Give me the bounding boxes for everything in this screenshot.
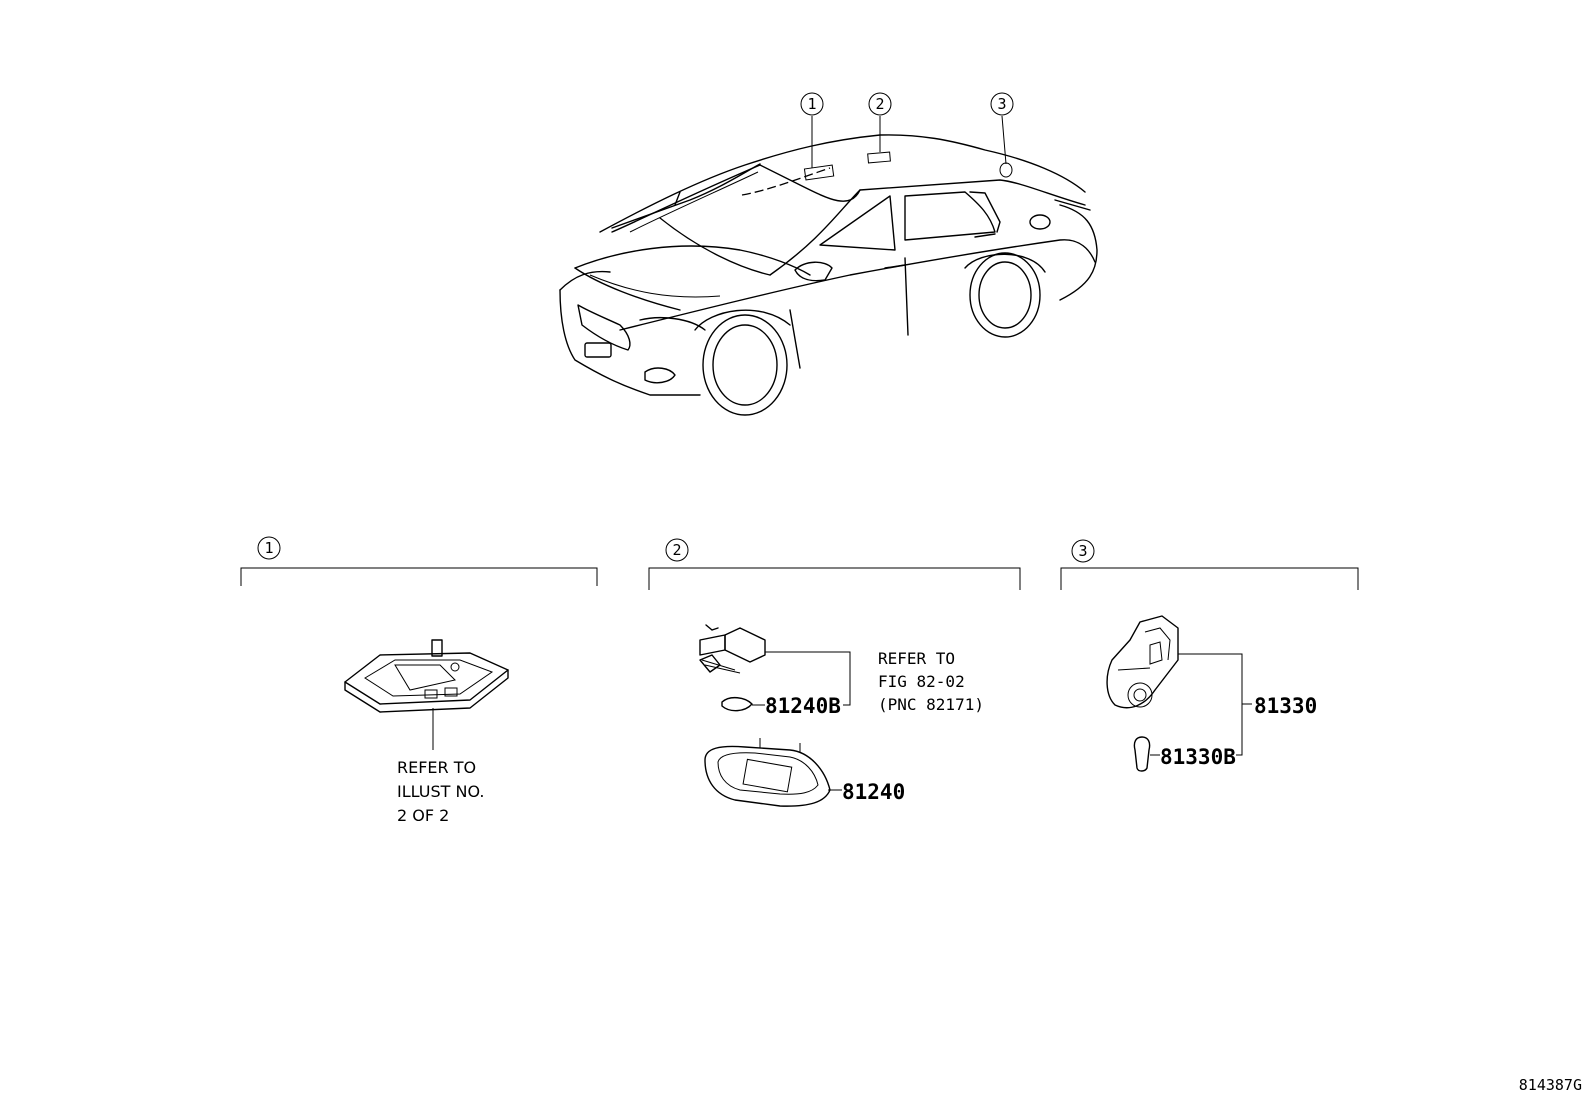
group-1-note-line-2: ILLUST NO. bbox=[397, 782, 484, 801]
group-1-bracket bbox=[240, 567, 598, 586]
group-3-marker-label: 3 bbox=[1078, 542, 1087, 560]
callout-3-label: 3 bbox=[997, 95, 1006, 113]
callout-3 bbox=[990, 92, 1014, 116]
group-2-note-line-3: (PNC 82171) bbox=[878, 695, 984, 714]
callout-2 bbox=[868, 92, 892, 116]
group-2-marker bbox=[665, 538, 689, 562]
part-81330-label: 81330 bbox=[1254, 694, 1317, 718]
part-81240-label: 81240 bbox=[842, 780, 905, 804]
group-1-note-line-3: 2 OF 2 bbox=[397, 806, 449, 825]
group-2-marker-label: 2 bbox=[672, 541, 681, 559]
group-1-note-line-1: REFER TO bbox=[397, 758, 476, 777]
group-3-bracket bbox=[1060, 567, 1359, 590]
bulb-81330b-icon bbox=[1133, 736, 1151, 772]
illustration-id: 814387G bbox=[1519, 1076, 1582, 1094]
group-3-marker bbox=[1071, 539, 1095, 563]
group-3: 3 81330 81330B bbox=[1060, 539, 1359, 772]
callout-2-label: 2 bbox=[875, 95, 884, 113]
lamp-socket-icon bbox=[699, 624, 766, 674]
dome-lamp-assembly-icon bbox=[344, 639, 509, 713]
group-1-marker bbox=[257, 536, 281, 560]
callout-1 bbox=[800, 92, 824, 116]
lamp-lens-81240-icon bbox=[704, 738, 831, 807]
group-2-note-line-1: REFER TO bbox=[878, 649, 955, 668]
group-1-marker-label: 1 bbox=[264, 539, 273, 557]
luggage-lamp-81330-icon bbox=[1106, 615, 1179, 709]
group-1: 1 REFER TO ILLUST NO. 2 OF 2 bbox=[240, 536, 598, 825]
callout-1-label: 1 bbox=[807, 95, 816, 113]
bulb-81240b-icon bbox=[721, 697, 753, 712]
group-2-note-line-2: FIG 82-02 bbox=[878, 672, 965, 691]
car-illustration: 1 2 3 bbox=[559, 92, 1098, 416]
part-81330b-label: 81330B bbox=[1160, 745, 1236, 769]
group-2-bracket bbox=[648, 567, 1021, 590]
part-81240b-label: 81240B bbox=[765, 694, 841, 718]
group-2: 2 81240B REFER TO FIG 82-02 (PNC 82171) … bbox=[648, 538, 1021, 807]
